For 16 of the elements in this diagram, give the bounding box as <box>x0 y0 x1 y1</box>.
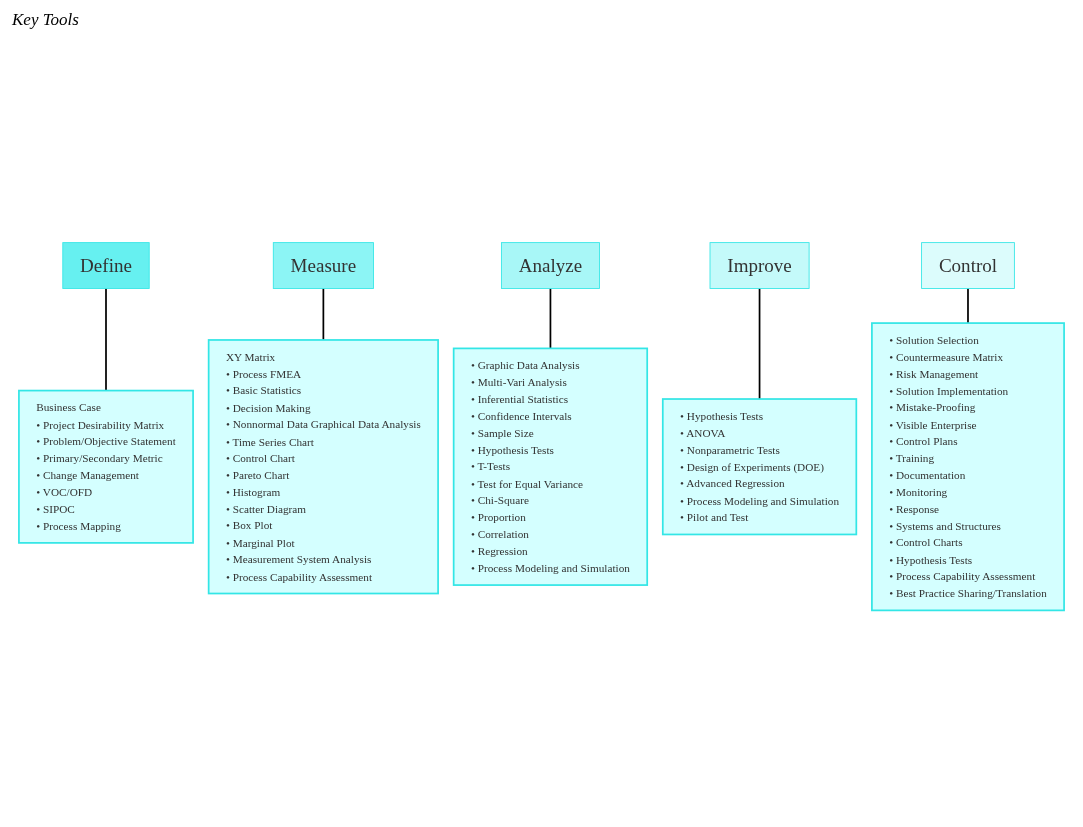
node-box: • Graphic Data Analysis • Multi-Vari Analysis • Inferential Statistics • Confidence Intervals • Sample Size • Hypothesis Tests • T-Tests • Test for Equal Variance • Chi-Square • Proportion • Correlation • Regression • Process Modeling and Simulation <box>452 347 649 586</box>
connector <box>758 287 761 400</box>
node-box: Analyze <box>501 242 600 289</box>
node-box: Business Case • Project Desirability Matrix • Problem/Objective Statement • Primary/Secondary Metric • Change Management • VOC/OFD • SIPOC • Process Mapping <box>18 389 194 544</box>
connector <box>549 287 552 350</box>
node-box: Measure <box>272 242 374 289</box>
node-box: XY Matrix • Process FMEA • Basic Statistics • Decision Making • Nonnormal Data Graphical Data Analysis • Time Series Chart • Control Chart • Pareto Chart • Histogram • Scatter Diagram • Box Plot • Marginal Plot • Measurement System Analysis • Process Capability Assessment <box>207 339 439 595</box>
node-box: • Solution Selection • Countermeasure Matrix • Risk Management • Solution Implementation • Mistake-Proofing • Visible Enterprise • Control Plans • Training • Documentation • Monitoring • Response • Systems and Structures • Control Charts • Hypothesis Tests • Process Capability Assessment • Best Practice Sharing/Translation <box>871 322 1065 612</box>
node-box: • Hypothesis Tests • ANOVA • Nonparametric Tests • Design of Experiments (DOE) • Advanced Regression • Process Modeling and Simulation • Pilot and Test <box>661 398 858 536</box>
node-box: Control <box>921 242 1015 289</box>
connector <box>105 287 107 392</box>
connector <box>322 287 325 341</box>
section-heading: Key Tools <box>12 10 80 30</box>
connector <box>967 287 969 324</box>
node-box: Improve <box>709 242 810 289</box>
node-box: Define <box>62 242 150 289</box>
